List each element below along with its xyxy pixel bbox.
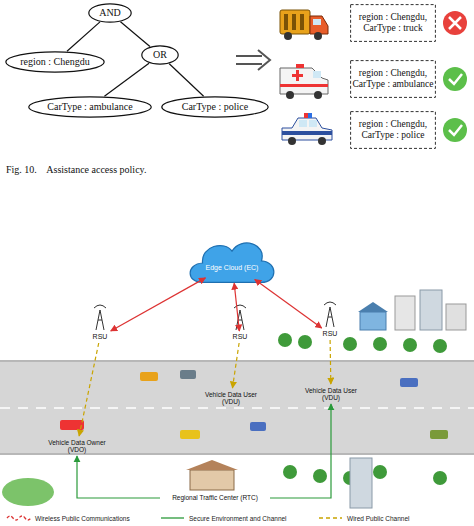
allow-mark — [443, 67, 467, 91]
node-text: OR — [153, 49, 167, 61]
cloud-outline — [190, 243, 274, 282]
attribute-leaf: CarType : ambulance — [28, 96, 152, 118]
node-outline — [186, 236, 278, 290]
hill — [2, 478, 54, 506]
dashed-outline — [351, 5, 436, 42]
connector — [270, 404, 331, 498]
figure-caption: Fig. 10. Assistance access policy. — [6, 164, 146, 175]
ellipse-outline — [142, 46, 178, 64]
rsu-label: RSU — [86, 331, 114, 343]
node-text: RSU — [233, 333, 248, 341]
attribute-leaf: CarType : police — [161, 96, 269, 118]
and-gate: AND — [88, 3, 132, 23]
rsu-tower — [234, 305, 246, 330]
legend-line — [161, 518, 184, 519]
connector — [79, 343, 99, 436]
connector — [77, 456, 160, 498]
or-gate: OR — [141, 45, 179, 65]
legend-text: Wired Public Channel — [347, 515, 410, 522]
node-text: region : Chengdu — [20, 56, 89, 68]
legend-line — [319, 518, 342, 519]
police-car-icon — [282, 113, 332, 145]
vehicle-data-user: Vehicle Data User (VDU) — [200, 388, 262, 408]
implies-arrow — [236, 50, 270, 70]
connector — [120, 22, 149, 47]
road-vehicles — [60, 370, 448, 439]
node-text: CarType : police — [182, 101, 249, 113]
attribute-set-box: region : Chengdu, CarType : ambulance — [350, 60, 436, 98]
deny-mark — [443, 11, 467, 35]
node-text: region : Chengdu, CarType : ambulance — [350, 68, 436, 90]
tower-building — [350, 458, 372, 508]
connector — [255, 279, 322, 328]
dashed-outline — [351, 61, 436, 98]
road — [0, 360, 474, 455]
rsu-tower — [324, 302, 336, 327]
node-text: region : Chengdu, CarType : truck — [350, 12, 436, 34]
vehicle-data-user: Vehicle Data User (VDU) — [300, 384, 362, 404]
road-edge — [0, 361, 474, 362]
legend-entry: Secure Environment and Channel — [160, 514, 287, 522]
connector — [104, 63, 149, 96]
vehicle-data-owner: Vehicle Data Owner (VDO) — [40, 436, 114, 456]
dashed-outline — [351, 112, 436, 149]
legend-sample — [160, 514, 186, 522]
node-text: Vehicle Data User (VDU) — [200, 391, 262, 406]
ellipse-outline — [89, 4, 131, 22]
attribute-set-box: region : Chengdu, CarType : truck — [350, 4, 436, 42]
lane-mark — [0, 407, 474, 409]
legend-line — [7, 516, 31, 520]
attribute-leaf: region : Chengdu — [5, 51, 105, 73]
node-text: Regional Traffic Center (RTC) — [172, 494, 258, 501]
node-text: Vehicle Data Owner (VDO) — [40, 439, 114, 454]
legend-sample — [6, 514, 32, 522]
ambulance-icon — [280, 64, 328, 99]
node-text: region : Chengdu, CarType : police — [350, 119, 436, 141]
connector — [234, 283, 239, 331]
legend-entry: Wireless Public Communications — [6, 514, 130, 522]
road-edge — [0, 454, 474, 455]
regional-traffic-center: Regional Traffic Center (RTC) — [160, 492, 270, 504]
node-text: Vehicle Data User (VDU) — [300, 387, 362, 402]
ellipse-outline — [29, 97, 151, 117]
rtc-building — [186, 460, 238, 490]
legend-entry: Wired Public Channel — [318, 514, 410, 522]
connector — [232, 343, 239, 388]
legend-sample — [318, 514, 344, 522]
rsu-tower — [94, 305, 106, 330]
node-text: AND — [99, 7, 121, 19]
connector — [67, 22, 100, 51]
node-text: RSU — [323, 330, 338, 338]
attribute-set-box: region : Chengdu, CarType : police — [350, 111, 436, 149]
node-text: RSU — [93, 333, 108, 341]
legend-text: Wireless Public Communications — [35, 515, 130, 522]
ellipse-outline — [162, 97, 268, 117]
ellipse-outline — [6, 52, 104, 72]
rsu-label: RSU — [226, 331, 254, 343]
rsu-label: RSU — [316, 328, 344, 340]
connector — [111, 278, 206, 331]
node-text: CarType : ambulance — [47, 101, 132, 113]
buildings — [358, 290, 466, 330]
node-text: Edge Cloud (EC) — [206, 254, 259, 272]
legend-text: Secure Environment and Channel — [189, 515, 287, 522]
allow-mark — [443, 118, 467, 142]
connector — [169, 64, 203, 97]
truck-icon — [280, 10, 328, 40]
connector — [330, 340, 332, 384]
edge-cloud: Edge Cloud (EC) — [186, 236, 278, 290]
